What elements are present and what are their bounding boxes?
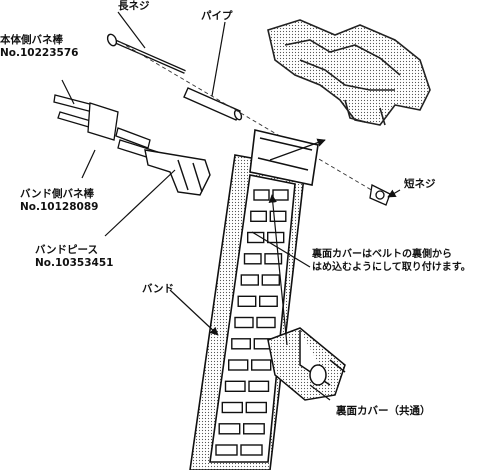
band-slot <box>218 423 241 435</box>
band-slot <box>256 316 276 329</box>
band-slot <box>246 231 265 244</box>
label-back-cover: 裏面カバー（共通） <box>336 405 431 417</box>
band-slot <box>242 423 265 435</box>
leader-band-piece <box>104 169 176 237</box>
band-slot <box>253 189 270 201</box>
band-slot <box>240 444 263 456</box>
band-slot <box>272 189 289 201</box>
assembly-axis-line <box>119 41 381 196</box>
label-short-screw: 短ネジ <box>404 178 436 190</box>
watch-case-fragment <box>267 19 431 126</box>
label-band: バンド <box>142 283 175 295</box>
band-slot <box>269 210 287 223</box>
label-band-spring-bar-no: No.10128089 <box>20 201 99 213</box>
arrow-cap <box>269 138 326 161</box>
arrow-assembly-direction <box>268 194 288 346</box>
band-slot <box>259 295 278 307</box>
label-note-line1: 裏面カバーはベルトの裏側から <box>312 249 452 260</box>
label-pipe: パイプ <box>201 10 233 22</box>
label-body-spring-bar: 本体側バネ棒 <box>0 34 63 46</box>
leader-pipe <box>211 21 226 97</box>
leader-note <box>251 231 311 268</box>
label-long-screw: 長ネジ <box>118 0 150 12</box>
band-slot <box>240 274 260 286</box>
band-slot <box>261 274 280 286</box>
band-piece <box>144 149 211 196</box>
band-slot <box>250 359 272 371</box>
label-band-piece: バンドピース <box>35 244 98 256</box>
short-screw <box>369 184 391 206</box>
leader-back-cover <box>309 384 331 401</box>
band-slot <box>248 380 270 392</box>
label-band-piece-no: No.10353451 <box>35 257 114 269</box>
back-cover <box>267 327 346 401</box>
leader-band-spring-bar <box>81 149 96 179</box>
pipe <box>183 87 243 121</box>
leader-short-screw <box>387 189 401 198</box>
band-slot <box>237 295 257 307</box>
band-slot <box>215 444 238 456</box>
band-slot <box>250 210 268 223</box>
band-slot <box>231 338 252 350</box>
leader-lines <box>61 11 401 401</box>
leader-long-screw <box>117 11 146 49</box>
arrow-band <box>169 289 219 336</box>
band-slot <box>234 316 254 329</box>
band-slot <box>224 380 246 392</box>
leader-body-spring-bar <box>61 79 75 105</box>
band-slot <box>227 359 249 371</box>
label-note-line2: はめ込むようにして取り付けます。 <box>312 262 471 273</box>
body-spring-bar <box>53 94 119 141</box>
label-band-spring-bar: バンド側バネ棒 <box>20 188 95 200</box>
label-body-spring-bar-no: No.10223576 <box>0 47 79 59</box>
band-slot <box>221 401 244 414</box>
band-slot <box>245 401 268 414</box>
band-slot <box>264 253 283 265</box>
band-slot <box>243 253 262 265</box>
long-screw <box>106 33 186 74</box>
